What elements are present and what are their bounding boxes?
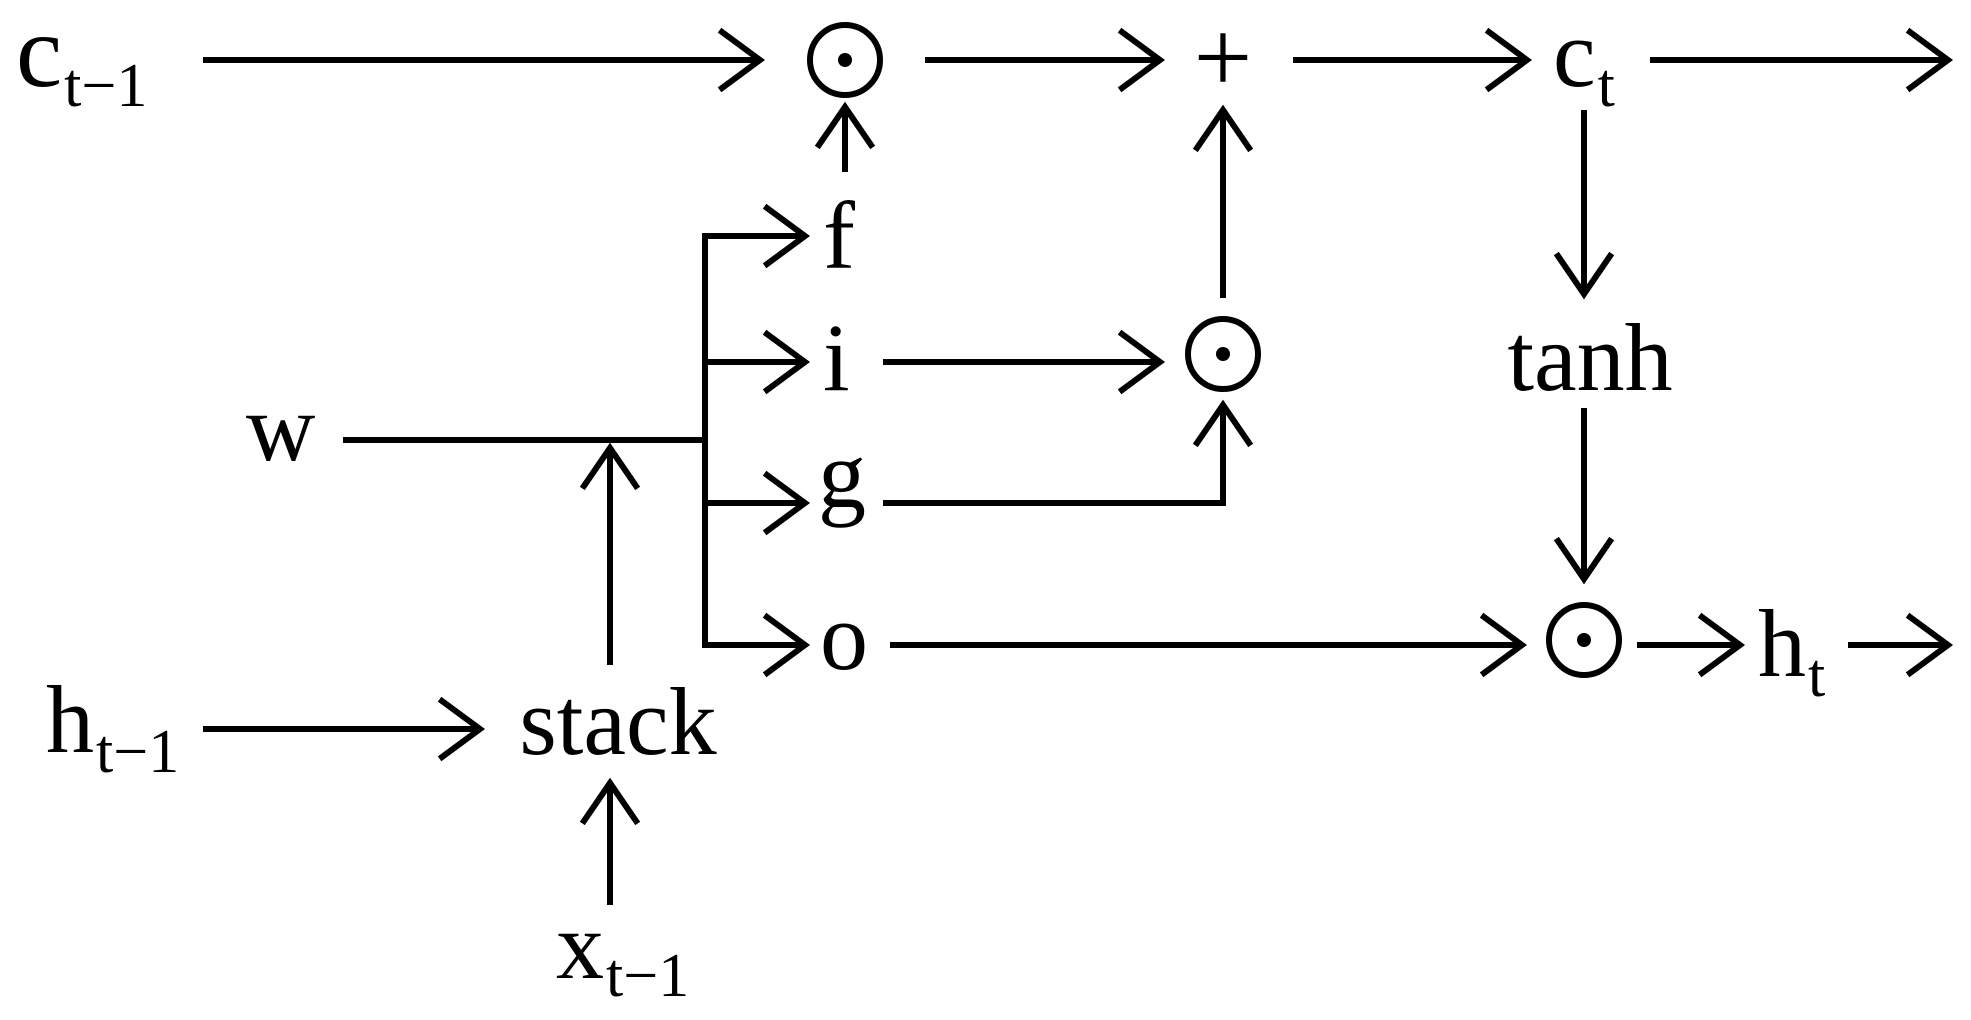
arrow-branch-to-o bbox=[702, 612, 811, 678]
arrow-ct-out bbox=[1650, 27, 1954, 93]
label-f: f bbox=[823, 182, 855, 289]
label-plus: + bbox=[1194, 0, 1253, 115]
label-i: i bbox=[823, 304, 850, 411]
arrow-ct-to-tanh bbox=[1553, 110, 1615, 300]
arrow-plus-to-ct bbox=[1293, 27, 1533, 93]
arrow-x-prev-to-stack bbox=[579, 777, 641, 905]
label-h-prev: ht−1 bbox=[46, 666, 179, 786]
arrow-i-to-input-mul bbox=[883, 329, 1166, 395]
arrow-c-prev-to-forget-mul bbox=[203, 27, 766, 93]
label-ct: ct bbox=[1553, 0, 1615, 120]
arrow-f-to-forget-mul bbox=[814, 101, 876, 172]
label-ht-sub: t bbox=[1808, 642, 1825, 710]
label-tanh: tanh bbox=[1507, 304, 1672, 411]
output-multiply-operator bbox=[1546, 602, 1622, 678]
label-ct-base: c bbox=[1553, 0, 1596, 107]
label-h-prev-base: h bbox=[46, 666, 94, 773]
label-ht-base: h bbox=[1758, 590, 1806, 697]
arrow-branch-to-i bbox=[705, 329, 811, 395]
label-o: o bbox=[820, 583, 868, 690]
arrow-output-mul-to-ht bbox=[1637, 612, 1746, 678]
arrow-branch-to-f bbox=[702, 203, 811, 269]
arrow-stack-to-w-line bbox=[579, 442, 641, 665]
label-stack: stack bbox=[519, 668, 716, 775]
arrow-branch-to-g bbox=[705, 470, 811, 536]
input-multiply-operator bbox=[1185, 316, 1261, 392]
arrow-g-to-input-mul bbox=[883, 399, 1254, 506]
label-c-prev-sub: t−1 bbox=[64, 52, 147, 120]
arrow-forget-mul-to-plus bbox=[925, 27, 1166, 93]
label-x-prev: xt−1 bbox=[556, 892, 689, 1010]
label-h-prev-sub: t−1 bbox=[96, 718, 179, 786]
label-ct-sub: t bbox=[1598, 52, 1615, 120]
arrow-ht-out bbox=[1848, 612, 1954, 678]
label-x-prev-sub: t−1 bbox=[606, 942, 689, 1010]
arrow-h-prev-to-stack bbox=[203, 696, 486, 762]
label-w: w bbox=[246, 374, 315, 481]
label-g: g bbox=[818, 421, 866, 528]
arrow-o-to-output-mul bbox=[890, 612, 1528, 678]
label-ht: ht bbox=[1758, 590, 1825, 710]
arrow-input-mul-to-plus bbox=[1192, 104, 1254, 298]
forget-multiply-operator bbox=[807, 22, 883, 98]
arrow-tanh-to-output-mul bbox=[1553, 408, 1615, 585]
label-c-prev: ct−1 bbox=[16, 0, 147, 120]
label-c-prev-base: c bbox=[16, 0, 62, 109]
label-x-prev-base: x bbox=[556, 892, 604, 999]
